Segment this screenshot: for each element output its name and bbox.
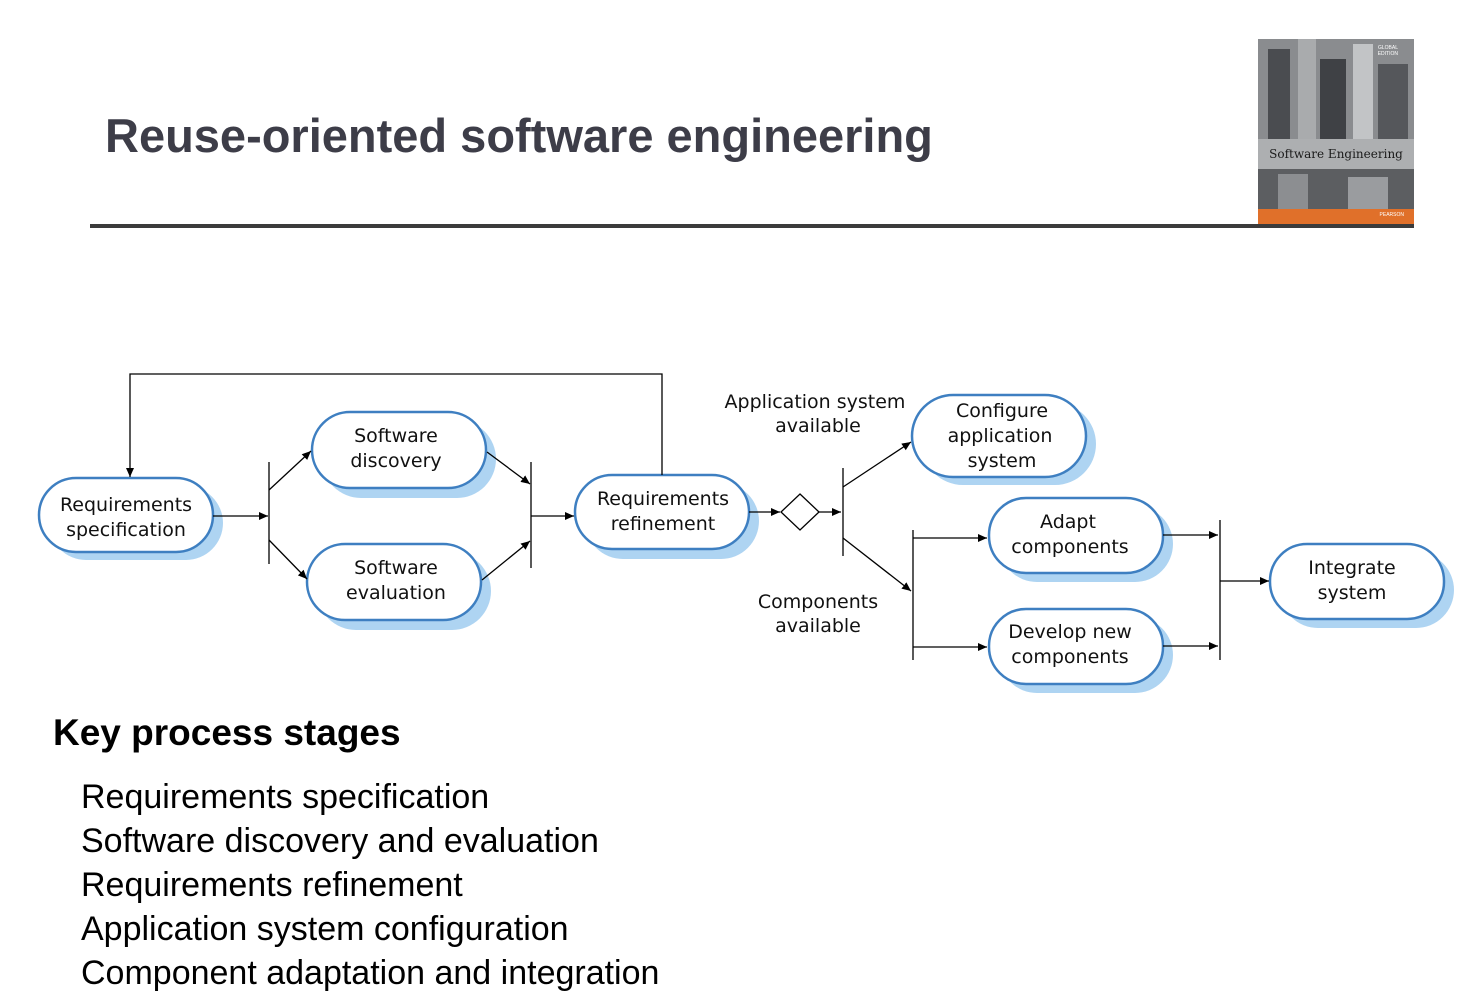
node-label-line: Configure [956, 400, 1048, 422]
node-label-line: Requirements [597, 488, 729, 510]
slide-title: Reuse-oriented software engineering [105, 109, 933, 162]
label-application-system-available: Application system available [725, 391, 906, 437]
arrow [842, 441, 912, 488]
node-software-evaluation: Software evaluation [305, 542, 491, 630]
node-label-line: system [1318, 582, 1387, 604]
node-label-line: Integrate [1308, 557, 1395, 579]
node-label-line: components [1011, 646, 1128, 668]
condition-label-line: Application system [725, 391, 906, 413]
arrow [842, 537, 912, 592]
book-cover-publisher: PEARSON [1379, 212, 1404, 218]
node-label-line: components [1011, 536, 1128, 558]
node-configure-application-system: Configure application system [910, 393, 1096, 485]
node-develop-new-components: Develop new components [987, 607, 1173, 693]
list-item: Component adaptation and integration [81, 954, 660, 992]
node-requirements-refinement: Requirements refinement [573, 473, 759, 559]
node-label-line: discovery [350, 450, 441, 472]
node-label-line: Adapt [1040, 511, 1096, 533]
list-item: Requirements refinement [81, 866, 463, 904]
node-software-discovery: Software discovery [310, 410, 496, 498]
condition-label-line: Components [758, 591, 878, 613]
book-cover-edition: GLOBAL EDITION [1377, 45, 1398, 57]
node-label-line: Requirements [60, 494, 192, 516]
node-label-line: Software [354, 425, 438, 447]
condition-label-line: available [775, 615, 861, 637]
node-label-line: evaluation [346, 582, 446, 604]
arrow [486, 451, 531, 485]
connector-lines [126, 373, 1269, 660]
list-item: Requirements specification [81, 778, 490, 816]
node-label-line: specification [66, 519, 186, 541]
arrow [481, 540, 531, 581]
key-stages-heading: Key process stages [53, 712, 401, 753]
list-item: Software discovery and evaluation [81, 822, 599, 860]
list-item: Application system configuration [81, 910, 569, 948]
node-label-line: application [948, 425, 1053, 447]
book-cover-title: Software Engineering [1269, 147, 1403, 161]
node-label-line: refinement [611, 513, 715, 535]
feedback-arrow [126, 373, 663, 477]
title-divider [90, 224, 1414, 228]
decision-diamond [780, 493, 820, 531]
arrow [268, 539, 308, 580]
node-requirements-specification: Requirements specification [37, 476, 223, 560]
label-components-available: Components available [758, 591, 878, 637]
node-integrate-system: Integrate system [1268, 542, 1454, 628]
node-label-line: Develop new [1008, 621, 1132, 643]
book-cover-art [1258, 39, 1414, 224]
node-label-line: Software [354, 557, 438, 579]
key-stages-list: Requirements specification Software disc… [81, 775, 659, 995]
condition-label-line: available [775, 415, 861, 437]
book-cover-image: GLOBAL EDITION Software Engineering PEAR… [1258, 39, 1414, 224]
arrow [268, 450, 312, 491]
node-adapt-components: Adapt components [987, 496, 1173, 582]
node-label-line: system [968, 450, 1037, 472]
